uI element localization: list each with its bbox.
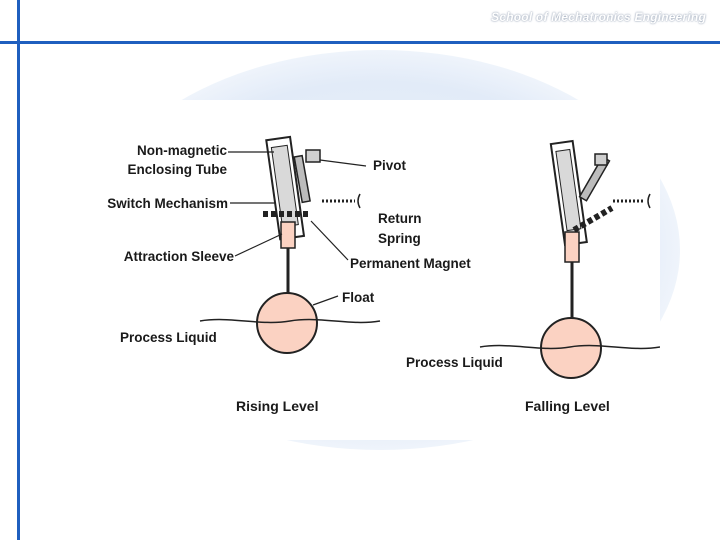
header-title: School of Mechatronics Engineering (491, 10, 706, 24)
pivot-block (305, 149, 321, 163)
caption-falling-level: Falling Level (525, 398, 610, 414)
float (256, 292, 318, 354)
switch-arm (293, 154, 311, 204)
label-float: Float (342, 290, 375, 305)
falling-level-assembly: Process Liquid Falling Level (406, 139, 660, 414)
label-non-magnetic: Non-magnetic (137, 143, 227, 158)
attraction-sleeve (280, 221, 296, 249)
horizontal-accent-line (0, 41, 720, 44)
spring-anchor (357, 193, 361, 209)
label-permanent-magnet: Permanent Magnet (350, 256, 471, 271)
spring-anchor-falling (647, 193, 651, 209)
rising-level-assembly: Non-magnetic Enclosing Tube Switch Mecha… (107, 135, 471, 414)
label-process-liquid-rising: Process Liquid (120, 330, 217, 345)
attraction-sleeve-falling (564, 231, 580, 263)
label-return: Return (378, 211, 422, 226)
float-switch-diagram: Non-magnetic Enclosing Tube Switch Mecha… (60, 100, 660, 440)
pivot-block-falling (594, 153, 608, 166)
liquid-surface (199, 318, 381, 324)
caption-rising-level: Rising Level (236, 398, 318, 414)
label-enclosing-tube: Enclosing Tube (127, 162, 227, 177)
label-attraction-sleeve: Attraction Sleeve (124, 249, 235, 264)
vertical-accent-line (17, 0, 20, 540)
label-switch-mechanism: Switch Mechanism (107, 196, 228, 211)
label-spring: Spring (378, 231, 421, 246)
label-pivot: Pivot (373, 158, 407, 173)
permanent-magnet-falling (572, 205, 614, 233)
liquid-surface-falling (479, 344, 660, 350)
label-process-liquid-falling: Process Liquid (406, 355, 503, 370)
